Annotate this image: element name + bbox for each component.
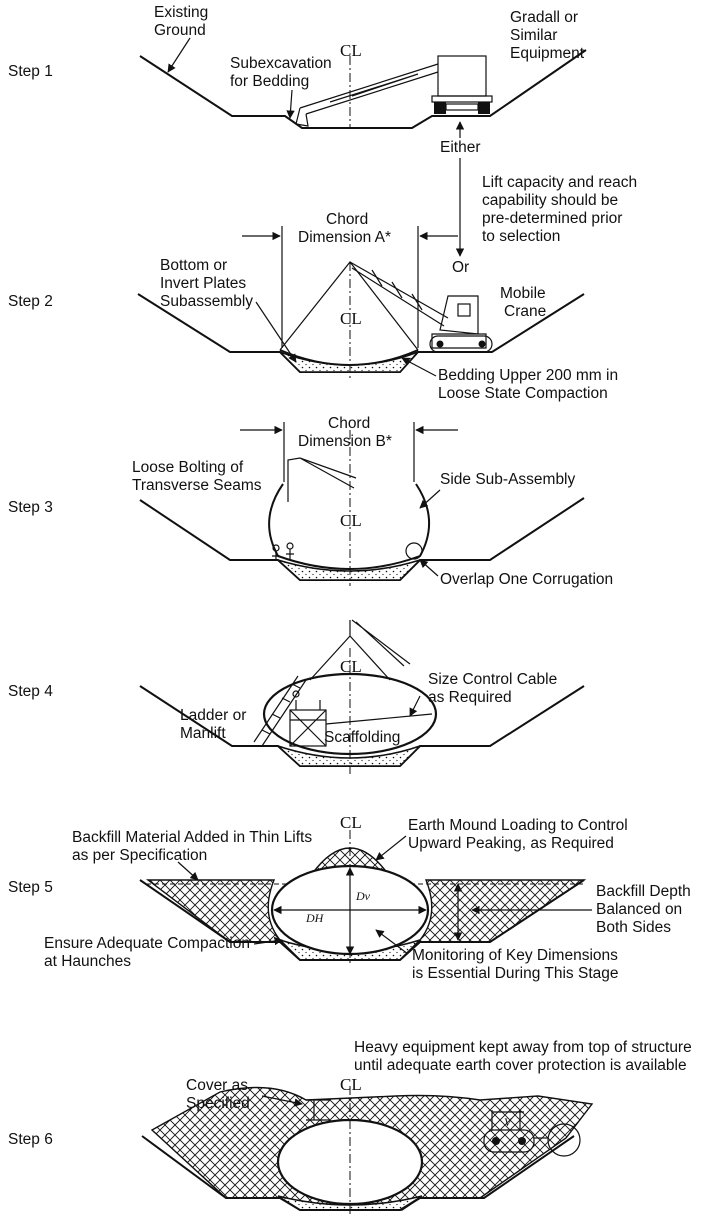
step-4-label: Step 4 xyxy=(8,683,53,700)
backfill-depth-label: Backfill Depth xyxy=(596,883,691,900)
monitoring-label: Monitoring of Key Dimensions xyxy=(412,947,618,964)
step-2-label: Step 2 xyxy=(8,293,53,310)
svg-text:Backfill Material Added in Thi: Backfill Material Added in Thin Liftsas … xyxy=(72,829,312,864)
lift-note-3: pre-determined prior xyxy=(482,210,622,227)
gradall-label: Gradall or xyxy=(510,9,578,26)
step-4-centerline-symbol: CL xyxy=(340,657,362,676)
bedding-label-2: Loose State Compaction xyxy=(438,385,608,402)
step-3-centerline-symbol: CL xyxy=(340,511,362,530)
existing-ground-label: Existing xyxy=(154,4,208,21)
step-1-label: Step 1 xyxy=(8,63,53,80)
dh-label: DH xyxy=(305,911,325,925)
scaffolding-label: Scaffolding xyxy=(324,729,400,746)
heavy-equipment-label: Heavy equipment kept away from top of st… xyxy=(354,1039,692,1056)
subexcavation-label-2: for Bedding xyxy=(230,73,309,90)
backfill-material-label-2: as per Specification xyxy=(72,847,207,864)
svg-text:ChordDimension A*: ChordDimension A* xyxy=(298,211,391,246)
earth-mound-label: Earth Mound Loading to Control xyxy=(408,817,628,834)
mobile-crane-label-2: Crane xyxy=(504,303,546,320)
backfill-depth-label-3: Both Sides xyxy=(596,919,671,936)
svg-text:Bottom orInvert PlatesSubassem: Bottom orInvert PlatesSubassembly xyxy=(160,257,253,310)
cover-label: Cover as xyxy=(186,1077,248,1094)
loose-bolting-label-2: Transverse Seams xyxy=(132,477,262,494)
size-control-label: Size Control Cable xyxy=(428,671,557,688)
svg-text:Heavy equipment kept away from: Heavy equipment kept away from top of st… xyxy=(354,1039,692,1074)
ladder-label: Ladder or xyxy=(180,707,246,724)
cover-label-2: Specified xyxy=(186,1095,250,1112)
heavy-equipment-label-2: until adequate earth cover protection is… xyxy=(354,1057,687,1074)
step-6-centerline-symbol: CL xyxy=(340,1075,362,1094)
subexcavation-arrow xyxy=(290,90,292,118)
backfill-material-arrow xyxy=(178,862,198,880)
compaction-label: Ensure Adequate Compaction xyxy=(44,935,250,952)
step-2-centerline-symbol: CL xyxy=(340,309,362,328)
backfill-material-label: Backfill Material Added in Thin Lifts xyxy=(72,829,312,846)
or-label: Or xyxy=(452,259,469,276)
monitoring-label-2: is Essential During This Stage xyxy=(412,965,618,982)
overlap-circle xyxy=(406,543,422,559)
chord-b-label-2: Dimension B* xyxy=(298,433,392,450)
step-1-centerline-symbol: CL xyxy=(340,41,362,60)
overlap-arrow xyxy=(420,560,438,576)
step-5: Step 5 CL Dv DH Backfill Material Added … xyxy=(8,813,691,982)
rigging xyxy=(280,262,418,350)
step-6: Step 6 CL V Heavy equipment kept away fr… xyxy=(8,1039,692,1216)
step-2-bedding xyxy=(280,352,418,372)
earth-mound-label-2: Upward Peaking, as Required xyxy=(408,835,614,852)
compaction-label-2: at Haunches xyxy=(44,953,131,970)
mobile-crane-icon xyxy=(350,262,492,352)
step-3-label: Step 3 xyxy=(8,499,53,516)
subexcavation-label: Subexcavation xyxy=(230,55,332,72)
side-plate-lifting xyxy=(288,458,356,502)
lift-note-4: to selection xyxy=(482,228,560,245)
lift-note-2: capability should be xyxy=(482,192,618,209)
loose-bolting-label: Loose Bolting of xyxy=(132,459,244,476)
mobile-crane-label: Mobile xyxy=(500,285,546,302)
lift-note: Lift capacity and reach xyxy=(482,174,637,191)
either-label: Either xyxy=(440,139,481,156)
step-5-label: Step 5 xyxy=(8,879,53,896)
side-sub-assembly-label: Side Sub-Assembly xyxy=(440,471,576,488)
svg-text:Monitoring of Key Dimensionsis: Monitoring of Key Dimensionsis Essential… xyxy=(412,947,618,982)
dv-label: Dv xyxy=(355,889,371,903)
size-control-label-2: as Required xyxy=(428,689,512,706)
bedding-label: Bedding Upper 200 mm in xyxy=(438,367,618,384)
bottom-plates-label-3: Subassembly xyxy=(160,293,253,310)
existing-ground-arrow xyxy=(168,38,190,72)
existing-ground-label-2: Ground xyxy=(154,22,206,39)
ladder-label-2: Manlift xyxy=(180,725,226,742)
chord-b-label: Chord xyxy=(328,415,370,432)
backfill-depth-label-2: Balanced on xyxy=(596,901,682,918)
earth-mound-arrow xyxy=(376,836,406,860)
chord-a-label-2: Dimension A* xyxy=(298,229,391,246)
bottom-plates-label: Bottom or xyxy=(160,257,227,274)
bedding-arrow xyxy=(402,358,436,376)
step-5-centerline-symbol: CL xyxy=(340,813,362,832)
bottom-plates-label-2: Invert Plates xyxy=(160,275,246,292)
step-6-label: Step 6 xyxy=(8,1131,53,1148)
chord-a-label: Chord xyxy=(326,211,368,228)
overlap-label: Overlap One Corrugation xyxy=(440,571,613,588)
gradall-label-3: Equipment xyxy=(510,45,585,62)
gradall-label-2: Similar xyxy=(510,27,557,44)
side-sub-assembly-arrow xyxy=(420,490,440,508)
